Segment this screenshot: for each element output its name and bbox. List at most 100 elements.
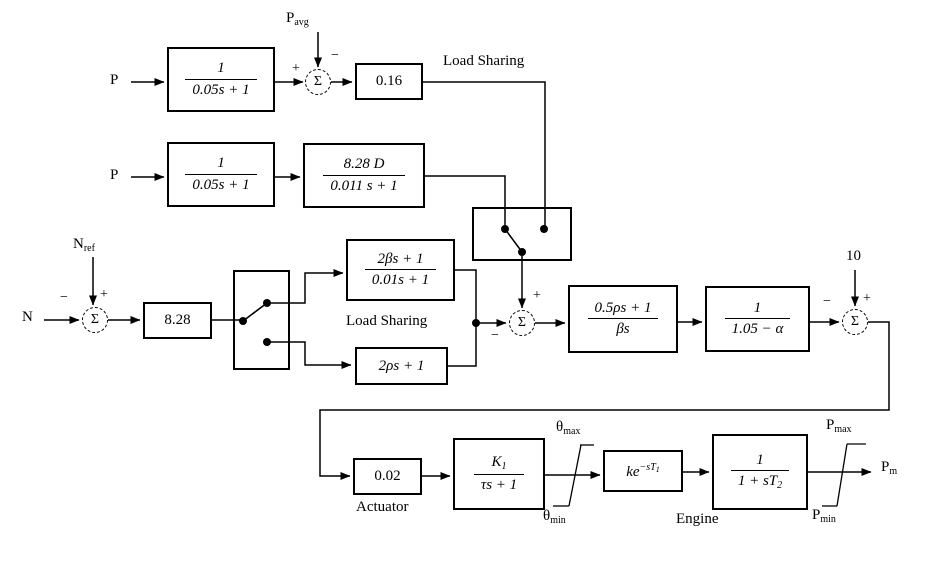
switch1-lever [504,228,523,253]
block-load-share-gain: 2ρs + 1 [355,347,448,385]
engine-numerator: 1 [756,452,764,469]
theta-min-sub: min [550,515,566,526]
label-theta-max: θmax [556,420,580,437]
gain-016-value: 0.16 [375,73,403,89]
p-max-sub: max [834,424,852,435]
wire-switch2-loadshare [267,341,352,369]
label-load-sharing-mid: Load Sharing [346,313,428,329]
block-droop: 8.28 D 0.011 s + 1 [303,143,425,208]
sum2-minus-sign: − [491,328,499,343]
delay-exponent-text: −sT [639,461,656,473]
summing-junction-dot [472,319,480,327]
switch-box-mode-select [233,270,290,370]
switch1-right-contact-dot [540,225,548,233]
sum3-plus-sign: + [100,287,108,302]
leadlag-denominator: 0.01s + 1 [371,272,430,288]
switch2-pole-dot [239,317,247,325]
theta-min-base: θ [543,508,551,524]
input-label-n: N [22,309,33,325]
p-avg-base: P [286,10,295,26]
p-avg-sub: avg [294,17,309,28]
signal-wires [44,32,890,480]
switch2-lever [242,302,268,322]
label-theta-min: θmin [543,509,566,526]
saturation-power-icon [822,443,866,507]
droop-denominator: 0.011 s + 1 [330,177,398,194]
block-engine-tf: 1 1 + sT2 [712,434,808,510]
actuator-denominator: τs + 1 [480,476,518,493]
p-min-base: P [812,507,821,523]
alpha-denominator: 1.05 − α [731,321,784,337]
p-m-sub: m [889,466,898,477]
sum4-minus-sign: − [823,294,831,309]
sigma-symbol: Σ [90,312,100,327]
droop-numerator: 8.28 D [343,156,385,173]
sigma-symbol: Σ [850,314,860,329]
load-share-gain-value: 2ρs + 1 [378,357,425,374]
output-label-p-m: Pm [881,460,897,477]
delay-base: ke [626,463,640,480]
sigma-symbol: Σ [517,315,527,330]
input-label-n-ref: Nref [73,237,95,254]
label-load-sharing-top: Load Sharing [443,53,525,69]
block-gain-016: 0.16 [355,63,423,100]
fraction-bar [364,269,437,270]
actuator-k: K [491,454,502,471]
label-engine: Engine [676,511,719,527]
sum4-plus-sign: + [863,291,871,306]
switch1-left-contact-dot [501,225,509,233]
fraction-bar [185,78,257,80]
sum2-plus-sign: + [533,288,541,303]
block-governor: 0.5ρs + 1 βs [568,285,678,353]
fraction-bar [473,473,525,475]
delay-expression: ke−sT1 [626,462,660,481]
switch-levers [242,228,523,322]
wire-leadlag-junction [455,269,477,323]
actuator-numerator: K1 [484,454,513,473]
saturation2-slope-line [836,443,848,507]
p-max-base: P [826,417,835,433]
sum-junction-3: Σ [82,307,108,333]
actuator-k-sub: 1 [501,461,507,473]
saturation1-slope-line [568,444,582,507]
block-alpha-gain: 1 1.05 − α [705,286,810,352]
wire-sum4-feedback-gain002 [319,321,890,480]
governor-numerator: 0.5ρs + 1 [594,299,652,316]
theta-max-base: θ [556,419,564,435]
governor-denominator: βs [616,321,630,337]
engine-den-sub: 2 [777,480,783,492]
prefilter1-numerator: 1 [217,60,225,77]
switch-box-load-sharing [472,207,572,261]
fraction-bar [730,470,790,472]
sum-junction-2: Σ [509,310,535,336]
input-label-bias-10: 10 [846,248,861,264]
label-p-min: Pmin [812,508,836,525]
sigma-symbol: Σ [313,74,323,89]
saturation-theta-icon [553,444,594,507]
delay-exponent-sub: 1 [655,464,660,474]
block-transport-delay: ke−sT1 [603,450,683,492]
wire-gain016-switch1 [423,81,546,229]
gain-828-value: 8.28 [164,312,191,328]
delay-exponent: −sT1 [639,461,660,474]
block-lead-lag: 2βs + 1 0.01s + 1 [346,239,455,301]
engine-denominator: 1 + sT2 [731,473,789,492]
fraction-bar [185,173,257,175]
sum1-minus-sign: − [331,48,339,63]
switch2-bottom-contact-dot [263,338,271,346]
theta-max-sub: max [563,426,581,437]
fraction-bar [323,174,405,176]
sum-junction-4: Σ [842,309,868,335]
input-label-p-avg: Pavg [286,11,309,28]
gain-002-value: 0.02 [374,468,401,484]
switch1-pole-dot [518,248,526,256]
block-gain-002: 0.02 [353,458,422,495]
alpha-numerator: 1 [753,299,762,316]
prefilter2-numerator: 1 [217,155,225,172]
input-label-p2: P [110,167,119,183]
leadlag-numerator: 2βs + 1 [377,250,424,267]
